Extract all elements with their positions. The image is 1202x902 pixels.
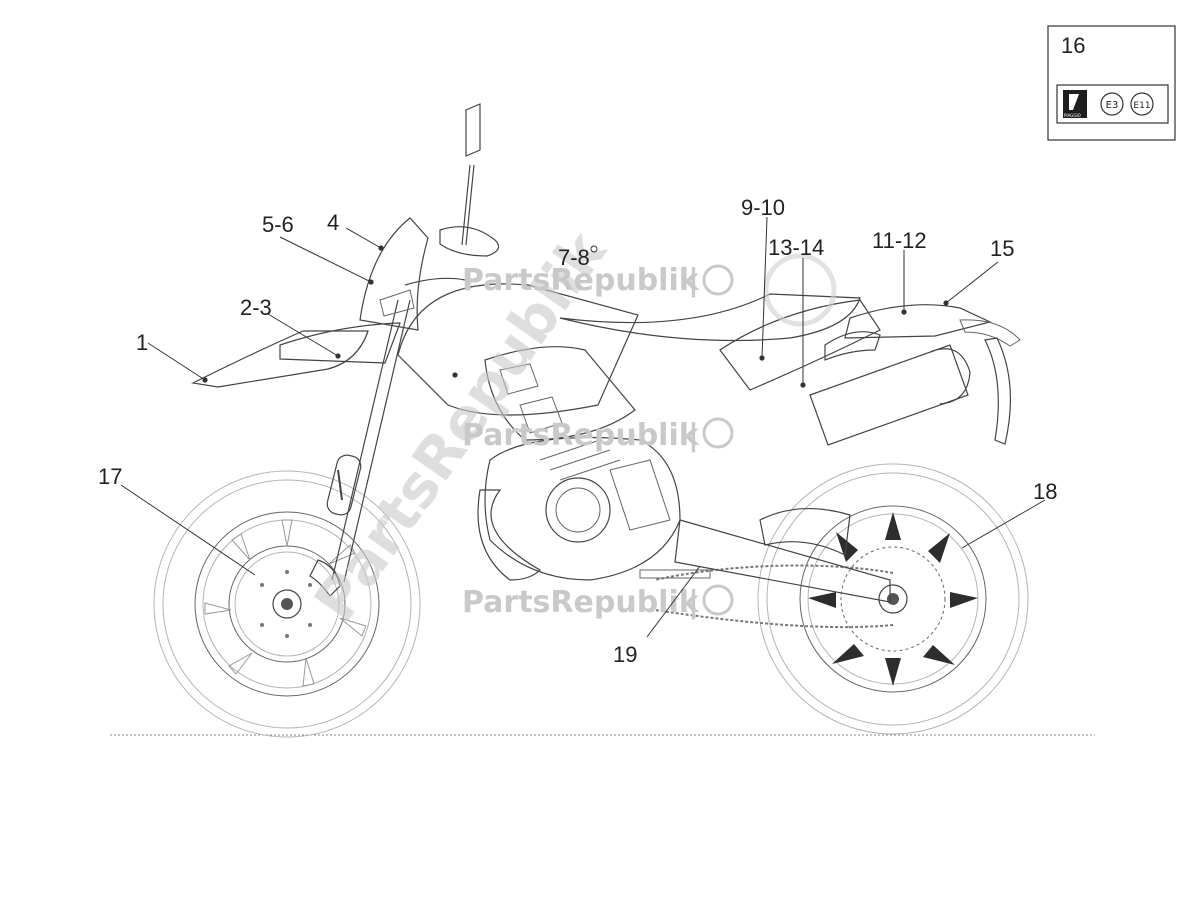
svg-text:PartsRepublik: PartsRepublik [462,585,700,620]
callout-16: 16 [1061,33,1085,58]
handlebar-mirror [404,103,500,286]
svg-text:|: | [688,585,699,620]
e11-badge-label: E11 [1133,101,1150,111]
leader-lines [120,216,1046,638]
svg-text:|: | [688,418,699,453]
callout-5-6: 5-6 [262,212,294,237]
e3-badge [1100,92,1124,116]
callout-2-3: 2-3 [240,295,272,320]
watermark-middle: PartsRepublik | [462,417,734,453]
swing-arm [639,508,891,603]
callout-1: 1 [136,330,148,355]
callout-17: 17 [98,464,122,489]
callout-13-14: 13-14 [768,235,824,260]
front-fairing [279,217,429,364]
piaggio-logo: PIAGGIO [1063,90,1087,118]
callout-15: 15 [990,236,1014,261]
callout-9-10: 9-10 [741,195,785,220]
rear-wheel [654,463,1029,735]
watermark-top: PartsRepublik | [462,263,734,298]
engine [477,436,681,581]
callout-dots [202,245,949,388]
e3-badge-label: E3 [1106,100,1119,111]
watermark-bottom: PartsRepublik | [462,584,734,620]
callout-11-12: 11-12 [872,228,927,253]
callout-18: 18 [1033,479,1057,504]
e11-badge [1130,92,1154,116]
callout-4: 4 [327,210,339,235]
svg-text:PartsRepublik: PartsRepublik [462,418,700,453]
main-body [397,283,1021,446]
inset-box-16: 16 PIAGGIO E3 E11 [1047,25,1176,141]
callout-7-8: 7-8 [558,245,590,270]
front-wheel [153,470,421,738]
callout-19: 19 [613,642,637,667]
svg-text:|: | [688,263,699,298]
svg-text:PartsRepublik: PartsRepublik [462,263,700,298]
front-fork [326,299,411,583]
svg-text:PIAGGIO: PIAGGIO [1064,113,1081,118]
front-fender [191,330,369,388]
